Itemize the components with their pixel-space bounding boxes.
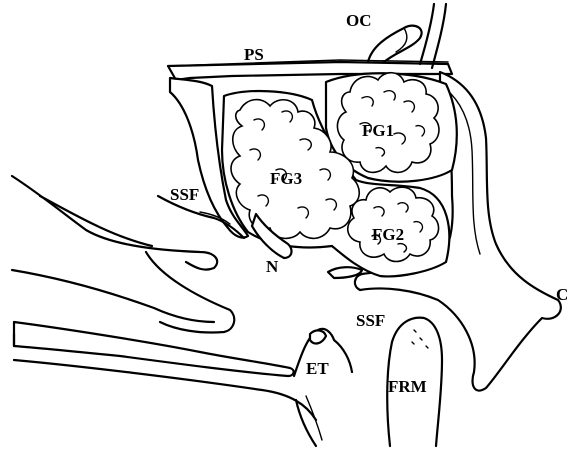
label-ps: PS — [244, 45, 264, 64]
nasal-conchae — [12, 176, 234, 333]
label-fg2: FG2 — [372, 225, 404, 244]
label-fg3: FG3 — [270, 169, 302, 188]
label-et: ET — [306, 359, 329, 378]
label-fg1: FG1 — [362, 121, 394, 140]
label-oc: OC — [346, 11, 372, 30]
label-frm: FRM — [388, 377, 427, 396]
label-ssf-bottom: SSF — [356, 311, 385, 330]
label-c: C — [556, 285, 568, 304]
label-n: N — [266, 257, 279, 276]
eustachian-tube — [294, 329, 352, 446]
optic-canal — [368, 4, 446, 68]
nasal-floor — [14, 322, 316, 420]
label-ssf-left: SSF — [170, 185, 199, 204]
